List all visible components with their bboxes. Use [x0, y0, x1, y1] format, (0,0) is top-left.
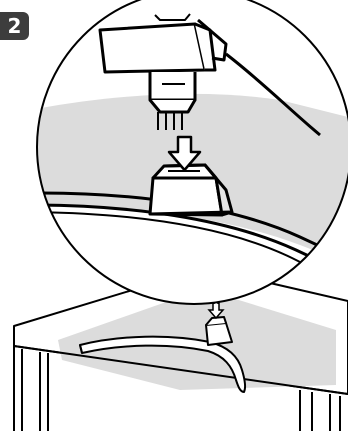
step-number-badge: 2: [0, 12, 29, 40]
magnified-view: [30, 0, 348, 320]
